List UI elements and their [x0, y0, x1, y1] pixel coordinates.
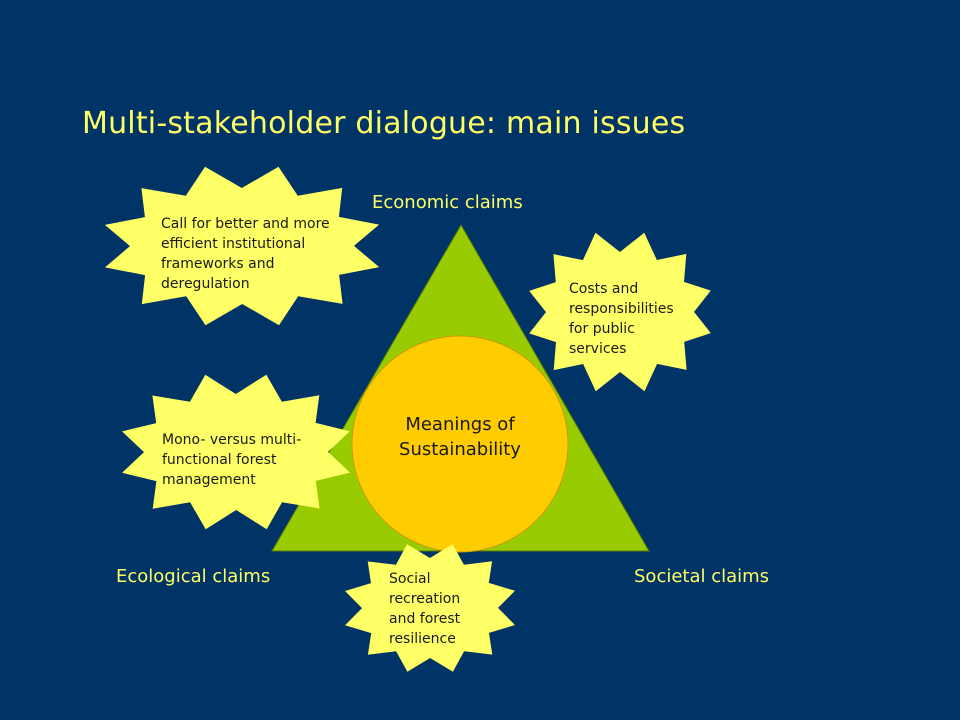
- issue-text-line: Social: [389, 571, 431, 587]
- issue-text-line: efficient institutional: [161, 236, 306, 252]
- issue-text-line: and forest: [389, 611, 461, 627]
- costs-issue-text: Costs and responsibilities for public se…: [569, 279, 694, 359]
- institutional-issue-text: Call for better and more efficient insti…: [161, 214, 366, 294]
- costs-issue-burst: [529, 232, 711, 392]
- issue-text-line: Call for better and more: [161, 216, 330, 232]
- issue-text-line: frameworks and: [161, 256, 275, 272]
- slide-title: Multi-stakeholder dialogue: main issues: [82, 106, 686, 141]
- issue-text-line: resilience: [389, 631, 456, 647]
- issue-text-line: responsibilities: [569, 301, 674, 317]
- sustainability-circle: [351, 335, 569, 553]
- recreation-issue-burst: [345, 544, 515, 672]
- issue-text-line: deregulation: [161, 276, 250, 292]
- recreation-issue-text: Social recreation and forest resilience: [389, 569, 484, 649]
- sustainability-label-line: Meanings of: [405, 414, 515, 435]
- sustainability-label-line: Sustainability: [399, 439, 521, 460]
- institutional-issue-burst: [104, 166, 380, 326]
- forest-management-issue-text: Mono- versus multi- functional forest ma…: [162, 430, 332, 490]
- issue-text-line: Mono- versus multi-: [162, 432, 302, 448]
- issue-text-line: functional forest: [162, 452, 277, 468]
- ecological-claims-label: Ecological claims: [116, 566, 271, 587]
- issue-text-line: management: [162, 472, 256, 488]
- societal-claims-label: Societal claims: [634, 566, 770, 587]
- issue-text-line: for public: [569, 321, 635, 337]
- forest-management-issue-burst: [122, 374, 350, 530]
- issue-text-line: services: [569, 341, 627, 357]
- issue-text-line: recreation: [389, 591, 461, 607]
- sustainability-label: Meanings of Sustainability: [360, 412, 560, 462]
- economic-claims-label: Economic claims: [372, 192, 523, 213]
- issue-text-line: Costs and: [569, 281, 639, 297]
